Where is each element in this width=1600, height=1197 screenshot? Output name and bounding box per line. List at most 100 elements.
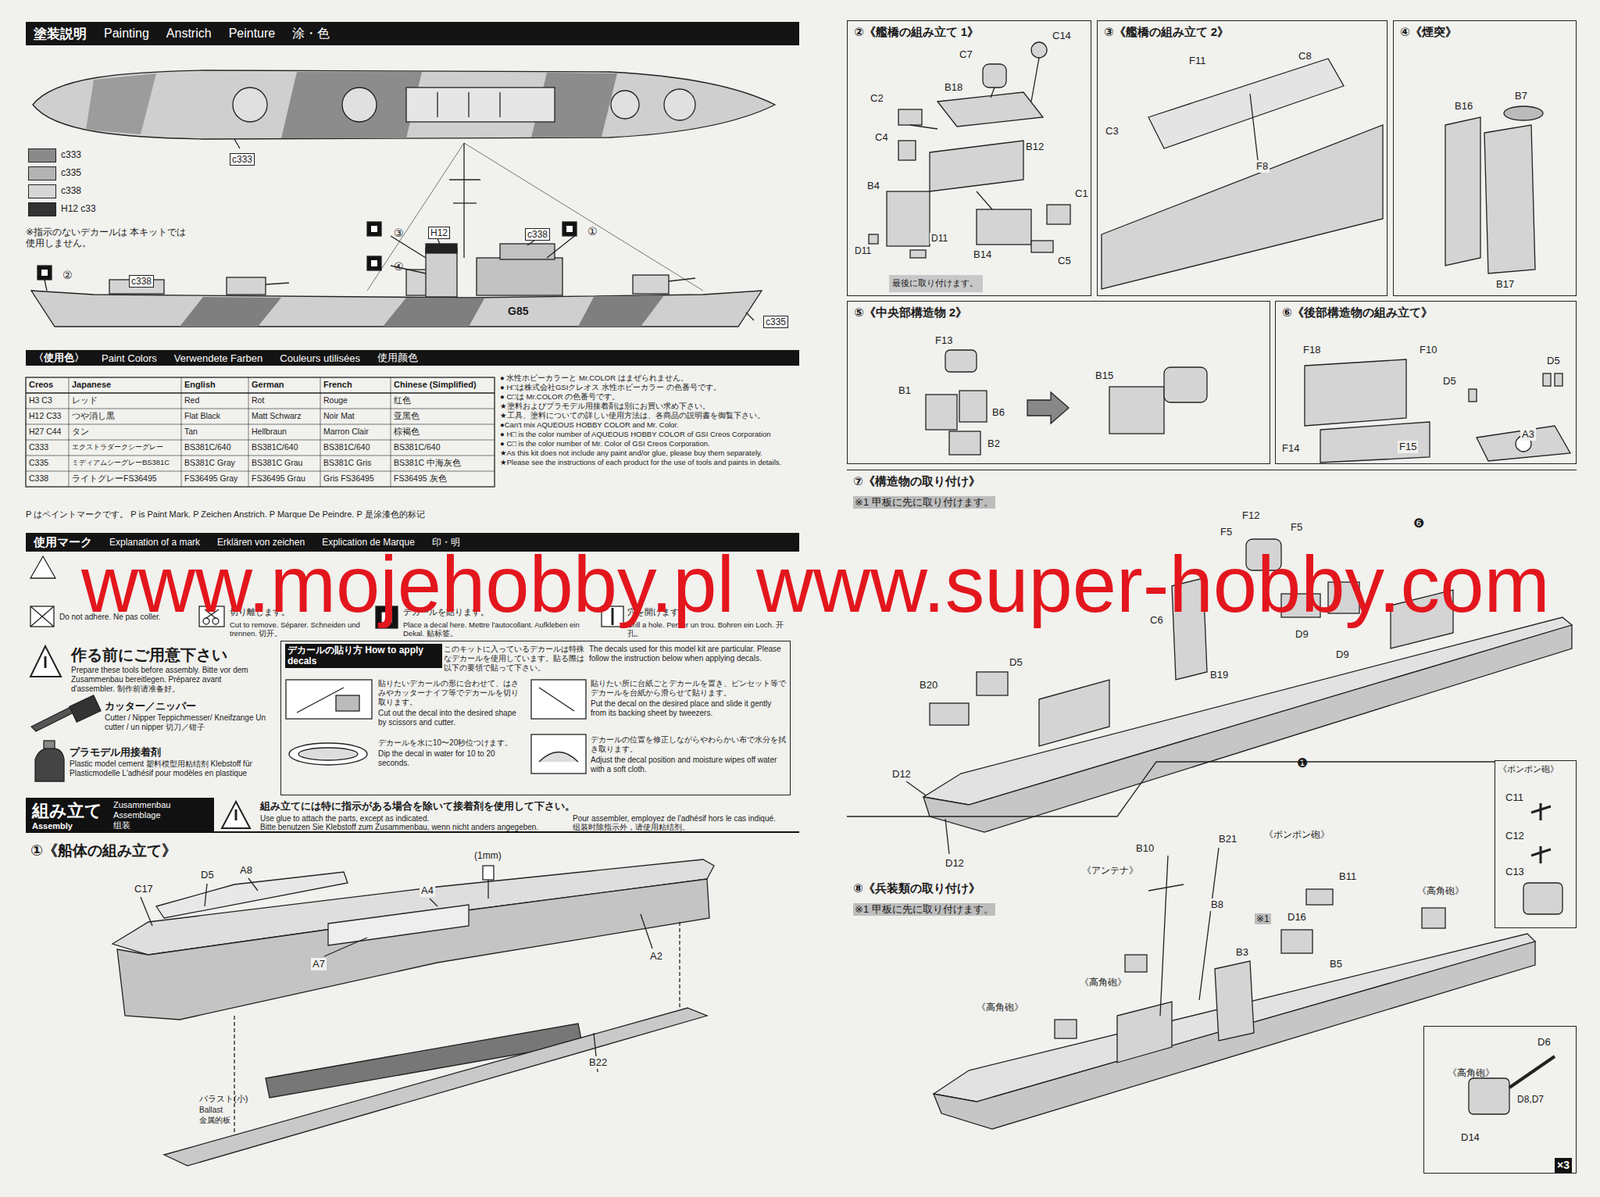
note-text: c338 [525,228,550,241]
part-label: 《高角砲》 [1415,885,1466,897]
note-text: Ballast [199,1105,223,1115]
note-text: ● C□ is the color number of Mr. Color of… [500,439,801,448]
note-text: 作る前にご用意下さい [71,645,228,665]
part-label: C12 [1503,829,1526,843]
table-cell: Creos [28,379,54,390]
band-text: 涂・色 [292,25,330,43]
part-label: F12 [1240,509,1261,522]
table-cell: Marron Clair [323,426,369,437]
note-text: カッター／ニッパー [104,700,197,713]
table-cell: German [251,379,285,390]
legend-text: c338 [60,185,82,197]
part-label: D16 [1285,910,1308,924]
note-text: ①《船体の組み立て》 [30,842,177,861]
part-label: C5 [1056,254,1073,268]
note-text: c333 [229,153,255,166]
part-label: B18 [942,81,965,94]
heading: ⑤《中央部構造物 2》 [853,305,968,320]
body-text: このキットに入っているデカールは特殊なデカールを使用しています。貼る際は以下の要… [443,644,585,673]
part-label: D11 [929,232,950,244]
table-cell: ミディアムシーグレーBS381C [71,457,170,467]
table-cell: 亚黑色 [393,410,420,422]
table-cell: BS381C/640 [323,442,371,453]
note-text: P はペイントマークです。 P is Paint Mark. P Zeichen… [25,509,495,520]
part-label: C1 [1073,187,1090,200]
part-label: 《アンテナ》 [1080,864,1140,876]
table-cell: FS36495 Gray [184,473,238,484]
note-text: ❻ [1413,515,1425,531]
table-cell: FS36495 灰色 [393,473,447,484]
heading: ⑧《兵装類の取り付け》 [853,881,981,896]
part-label: B10 [1134,842,1156,855]
part-label: C14 [1050,29,1073,43]
band-text: Painting [103,26,150,41]
body-text: ※1 甲板に先に取り付けます。 [853,496,996,509]
heading: ②《艦橋の組み立て 1》 [853,25,979,40]
step-panel: ⑦《構造物の取り付け》 ※1 甲板に先に取り付けます。 [846,469,1577,817]
table-cell: 棕褐色 [393,426,420,437]
table-cell: Matt Schwarz [251,410,302,422]
body-text: Put the decal on the desired place and s… [590,699,786,718]
part-label: C3 [1103,125,1121,138]
note-text: Plastic model cement 塑料模型用粘结剂 Klebstoff … [69,759,275,779]
table-cell: タン [71,426,90,437]
body-text: Use glue to attach the parts, except as … [260,814,561,824]
table-cell: H27 C44 [28,426,61,437]
body-text: 貼りたいデカールの形に合わせて、はさみやカッターナイフ等でデカールを切り取ります… [378,678,524,708]
note-text: ●Can't mix AQUEOUS HOBBY COLOR and Mr. C… [500,420,801,429]
heading: ⑦《構造物の取り付け》 [853,474,981,489]
part-label: F10 [1417,343,1439,357]
part-label: D5 [199,868,216,882]
part-label: A3 [1520,428,1536,441]
note-text: ④ [393,260,404,274]
part-label: C13 [1503,865,1526,879]
part-label: A7 [310,957,327,971]
table-cell: C335 [28,457,49,468]
part-label: D8,D7 [1515,1093,1546,1105]
part-label: B8 [1209,898,1225,911]
body-text: Adjust the decal position and moisture w… [590,755,786,775]
table-cell: H3 C3 [28,395,53,406]
note-text: ● 水性ホビーカラーと Mr.COLOR はまぜられません。 [500,373,801,383]
part-label: B2 [985,437,1002,450]
part-label: D9 [1293,628,1311,641]
legend-text: c335 [60,167,82,179]
part-label: D9 [1334,648,1351,661]
body-text: 组装时除指示外，请使用粘结剂。 [572,822,690,833]
part-label: F5 [1289,521,1304,534]
step-panel: ②《艦橋の組み立て 1》 [846,20,1092,297]
note-text: c335 [763,315,789,329]
section-band: 塗装説明PaintingAnstrichPeinture涂・色 [25,21,800,46]
part-label: B20 [917,678,940,692]
watermark: www.mojehobby.pl www.super-hobby.com [81,536,1550,632]
band-text: Anstrich [166,26,212,41]
part-label: B7 [1513,89,1529,103]
part-label: D12 [890,767,913,781]
table-cell: BS381C Gray [184,457,236,468]
table-cell: 红色 [393,395,411,406]
part-label: A4 [419,884,436,897]
color-swatch [28,184,57,199]
part-label: C17 [132,882,155,896]
table-cell: Rot [251,395,265,406]
part-label: (1mm) [472,850,504,861]
note-text: 金属的板 [199,1115,231,1125]
table-cell: Rouge [323,395,348,406]
table-cell: Flat Black [184,410,221,422]
body-text: Bitte benutzen Sie Klebstoff zum Zusamme… [260,822,565,833]
note-text: 最後に取り付けます。 [892,278,979,289]
note-text: ※1 [1254,913,1272,925]
body-text: ※1 甲板に先に取り付けます。 [853,903,996,916]
band-text: 〈使用色〉 [33,350,85,365]
body-text: The decals used for this model kit are p… [589,644,786,664]
part-label: B6 [990,406,1007,419]
note-text: ★工具、塗料についての詳しい使用方法は、各商品の説明書を御覧下さい。 [500,410,801,420]
heading: 組み立て [32,800,103,822]
part-label: A8 [238,864,254,877]
part-label: D5 [1441,375,1458,388]
note-text: H12 [428,226,450,240]
body-text: デカールを水に10〜20秒位つけます。 [378,738,524,748]
part-label: F11 [1187,54,1208,68]
inset-box: 《高角砲》 [1423,1025,1577,1174]
